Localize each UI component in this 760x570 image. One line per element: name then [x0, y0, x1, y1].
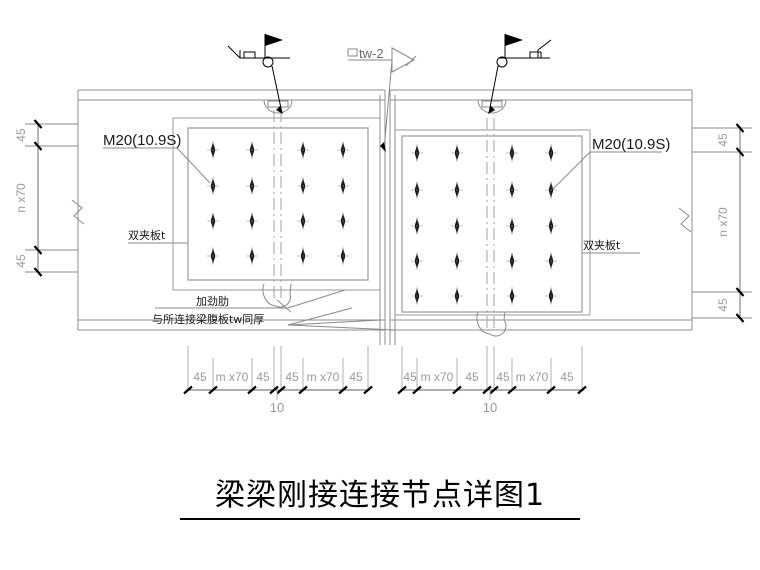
label-stiffener-note: 与所连接梁腹板tw同厚 — [152, 312, 264, 326]
label-splice-plate-right: 双夹板t — [583, 238, 621, 252]
label-bolt-left: M20(10.9S) — [103, 132, 181, 149]
break-line-right — [678, 207, 692, 233]
break-line-left — [71, 199, 85, 225]
drawing-title: 梁梁刚接连接节点详图1 — [214, 478, 546, 513]
bolt-group-left — [206, 140, 350, 266]
dim-h3-45b: 45 — [465, 370, 479, 384]
title-underline — [180, 518, 580, 520]
splice-plate-left — [187, 127, 369, 281]
web-right — [395, 129, 591, 316]
label-bolt-right: M20(10.9S) — [592, 136, 670, 153]
plate-centerlines — [273, 110, 495, 330]
bolt-group-right — [410, 143, 558, 306]
dim-horizontal-chain — [182, 346, 588, 400]
leader-bolt-left — [103, 147, 211, 184]
label-weld-size: tw-2 — [359, 46, 384, 61]
label-stiffener: 加劲肋 — [196, 294, 229, 308]
dim-h3-m70: m x70 — [421, 370, 454, 384]
dim-v-left-n70: n x70 — [14, 183, 28, 213]
web-left — [172, 117, 380, 291]
leader-stiffener — [155, 289, 346, 309]
beam-end-faces — [379, 90, 396, 345]
dim-gap-left: 10 — [270, 400, 284, 415]
leader-bolt-right — [552, 151, 662, 190]
beam-left-outline — [77, 89, 385, 331]
dim-vertical-right — [692, 122, 752, 324]
weld-access-hole-bottom-right — [476, 311, 507, 337]
dim-h1-45b: 45 — [256, 370, 270, 384]
weld-size-text-layer: tw-2 — [359, 46, 384, 61]
dimension-text-layer: 45 m x70 45 45 m x70 45 45 m x70 45 45 m… — [14, 128, 730, 415]
weld-symbol-right — [488, 34, 552, 114]
dim-v-right-n70: n x70 — [716, 207, 730, 237]
dim-v-right-45-bot: 45 — [716, 298, 730, 312]
dim-vertical-left — [25, 118, 78, 278]
annotation-text-layer: M20(10.9S) M20(10.9S) — [103, 132, 670, 153]
weld-access-hole-top-left — [263, 99, 293, 114]
weld-symbol-left — [227, 34, 290, 114]
weld-access-hole-bottom-left — [262, 283, 292, 313]
dim-h2-m70: m x70 — [307, 370, 340, 384]
dim-h2-45b: 45 — [349, 370, 363, 384]
dim-gap-right: 10 — [483, 400, 497, 415]
dim-h4-45a: 45 — [496, 370, 510, 384]
dim-h1-45a: 45 — [193, 370, 207, 384]
dim-h4-m70: m x70 — [516, 370, 549, 384]
dim-h1-m70: m x70 — [216, 370, 249, 384]
dim-h2-45a: 45 — [285, 370, 299, 384]
annotation-cjk-layer: 双夹板t 双夹板t 加劲肋 与所连接梁腹板tw同厚 — [128, 228, 621, 326]
dim-v-left-45-top: 45 — [14, 128, 28, 142]
beam-right-outline — [390, 89, 693, 331]
dim-h4-45b: 45 — [560, 370, 574, 384]
weld-callout-tw2 — [347, 47, 417, 152]
dim-v-right-45-top: 45 — [716, 133, 730, 147]
label-splice-plate-left: 双夹板t — [128, 228, 166, 242]
dim-h3-45a: 45 — [403, 370, 417, 384]
dim-v-left-45-bot: 45 — [14, 254, 28, 268]
leader-stiffener-note — [287, 307, 396, 331]
splice-plate-right — [401, 135, 583, 313]
drawing-title-block: 梁梁刚接连接节点详图1 — [0, 470, 760, 520]
